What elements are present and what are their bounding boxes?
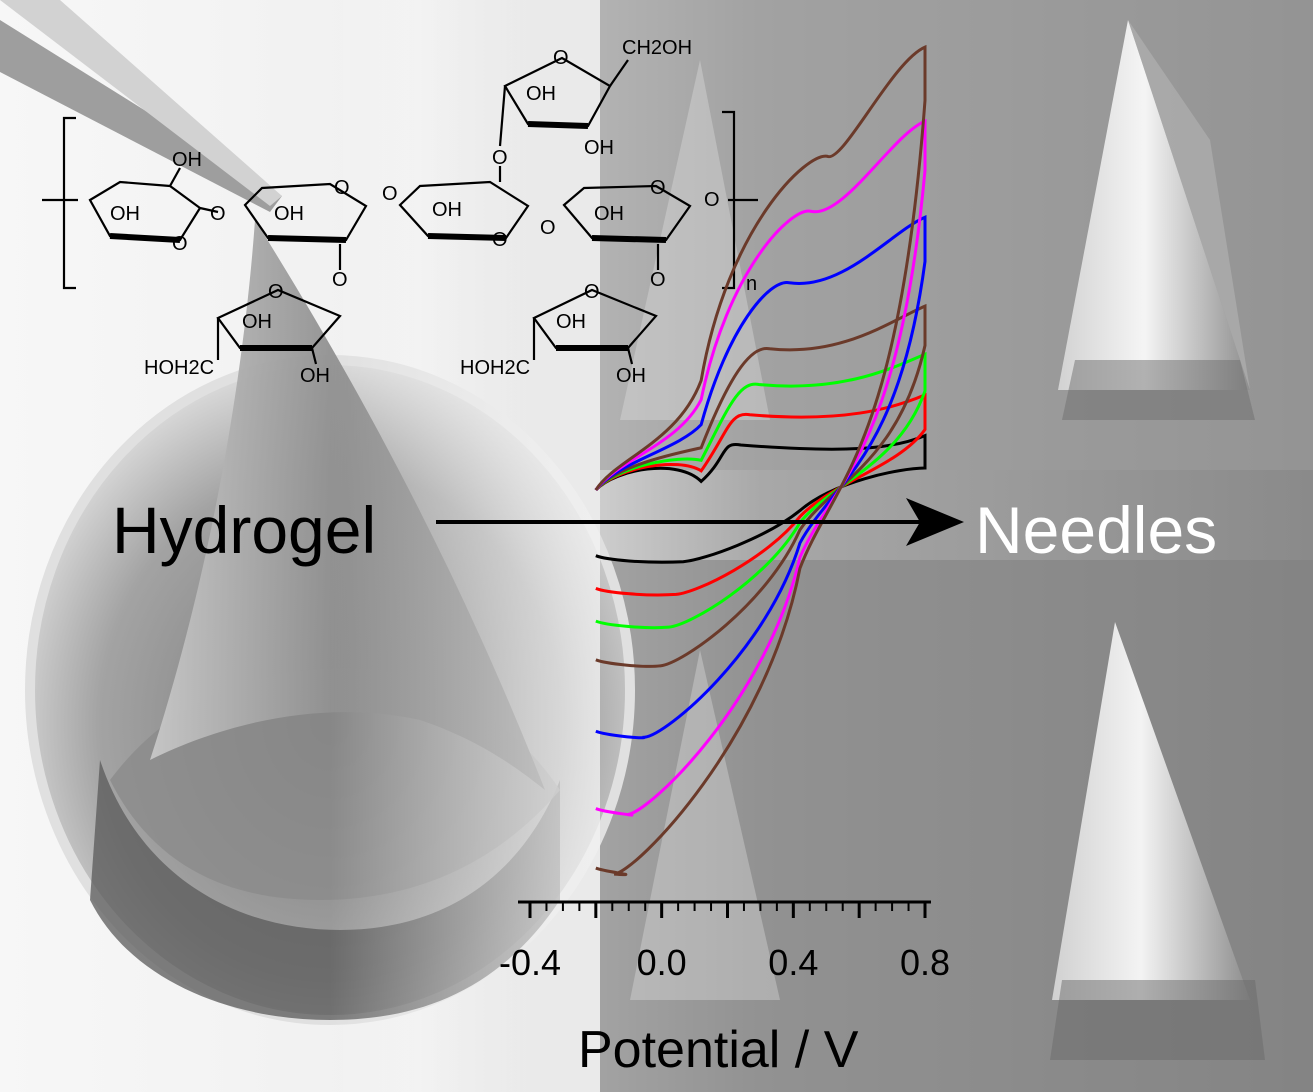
cv-curve <box>594 215 927 740</box>
hoh2c-left-label: HOH2C <box>144 357 214 379</box>
ring-oxygen: O <box>492 229 508 251</box>
ring-oxygen: O <box>492 147 508 169</box>
furanose-bottom-right <box>532 288 658 350</box>
ring-oxygen: O <box>334 177 350 199</box>
hydrogel-label: Hydrogel <box>112 493 377 567</box>
cv-curve <box>594 44 927 877</box>
microneedle-bottom <box>1050 622 1265 1060</box>
microneedle-faint-left <box>620 60 780 1000</box>
polysaccharide-structure <box>42 56 758 365</box>
x-tick-label: 0.8 <box>900 942 950 983</box>
arrow-head-icon <box>906 498 964 546</box>
cyclic-voltammograms <box>594 44 927 877</box>
oh-label: OH <box>526 83 556 105</box>
oh-label: OH <box>172 149 202 171</box>
ring-oxygen: O <box>650 177 666 199</box>
ring-oxygen: O <box>172 233 188 255</box>
ch2oh-top-label: CH2OH <box>622 37 692 59</box>
ring-oxygen: O <box>584 281 600 303</box>
cv-curve <box>594 118 927 817</box>
hoh2c-right-label: HOH2C <box>460 357 530 379</box>
cv-curve <box>594 433 927 564</box>
oh-label: OH <box>242 311 272 333</box>
ring-oxygen: O <box>540 217 556 239</box>
structure-labels: OH OH OH OH OH OH OH OH OH OH OH O O O O… <box>110 37 757 387</box>
ring-oxygen: O <box>332 269 348 291</box>
microneedle-top <box>1058 20 1255 420</box>
ring-oxygen: O <box>650 269 666 291</box>
ring-oxygen: O <box>704 189 720 211</box>
cv-curve <box>594 392 927 597</box>
oh-label: OH <box>274 203 304 225</box>
cv-curve <box>594 303 927 668</box>
x-tick-label: -0.4 <box>499 942 561 983</box>
x-tick-label: 0.0 <box>637 942 687 983</box>
oh-label: OH <box>584 137 614 159</box>
cv-curve <box>594 351 927 630</box>
x-axis-title: Potential / V <box>578 1021 859 1079</box>
oh-label: OH <box>300 365 330 387</box>
ring-oxygen: O <box>268 281 284 303</box>
oh-label: OH <box>432 199 462 221</box>
needles-label: Needles <box>975 493 1218 567</box>
oh-label: OH <box>110 203 140 225</box>
ring-oxygen: O <box>210 203 226 225</box>
left-bracket <box>62 116 76 290</box>
potential-axis: -0.4 0.0 0.4 0.8 <box>499 900 950 983</box>
ring-oxygen: O <box>382 183 398 205</box>
process-arrow <box>436 498 964 546</box>
repeat-subscript: n <box>746 273 757 295</box>
oh-label: OH <box>616 365 646 387</box>
ring-oxygen: O <box>553 47 569 69</box>
furanose-bottom-left <box>216 288 342 350</box>
oh-label: OH <box>556 311 586 333</box>
oh-label: OH <box>594 203 624 225</box>
furanose-top <box>503 56 612 128</box>
x-tick-label: 0.4 <box>768 942 818 983</box>
